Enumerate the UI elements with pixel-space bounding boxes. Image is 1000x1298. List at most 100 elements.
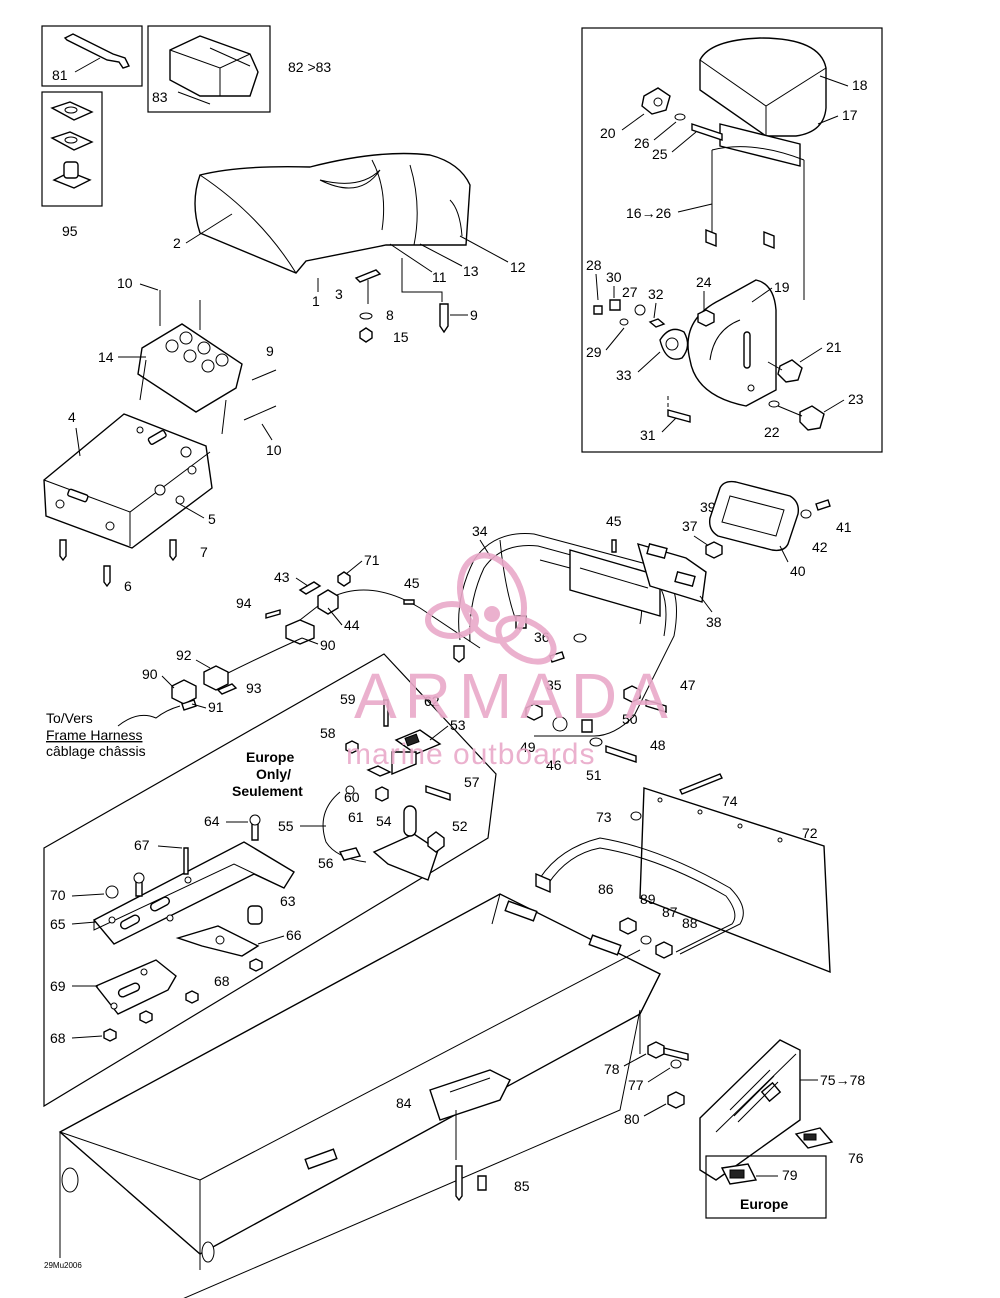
callout-76: 76 [848,1150,864,1166]
callout-45a: 45 [404,575,420,591]
callout-30: 30 [606,269,622,285]
callout-11: 11 [432,269,447,285]
callout-6: 6 [124,578,132,594]
callout-4: 4 [68,409,76,425]
callout-90b: 90 [142,666,158,682]
callout-49: 49 [520,739,536,755]
callout-77: 77 [628,1077,644,1093]
watermark-tagline: marine outboards [346,738,595,771]
callout-54: 54 [376,813,392,829]
europe-only-label-1: Europe [246,749,294,765]
callout-14: 14 [98,349,114,365]
luggage-rack: 34 45 36 35 37 38 39 40 42 41 47 50 4 [453,480,852,783]
callout-81: 81 [52,67,68,83]
callout-2: 2 [173,235,181,251]
frame-harness-label-1: To/Vers [46,710,93,726]
callout-42: 42 [812,539,828,555]
callout-25: 25 [652,146,668,162]
callout-10a: 10 [117,275,133,291]
callout-23: 23 [848,391,864,407]
callout-75: 75→78 [820,1072,865,1088]
callout-55: 55 [278,818,294,834]
callout-48: 48 [650,737,666,753]
callout-21: 21 [826,339,842,355]
callout-16: 16→26 [626,205,671,221]
callout-70: 70 [50,887,66,903]
callout-90a: 90 [320,637,336,653]
watermark-brand: ARMADA [354,660,676,732]
callout-27: 27 [622,284,638,300]
europe-inset: 79 Europe [705,1155,827,1219]
callout-46: 46 [546,757,562,773]
callout-40: 40 [790,563,806,579]
callout-35: 35 [546,677,562,693]
callout-8: 8 [386,307,394,323]
callout-74: 74 [722,793,738,809]
callout-9b: 9 [266,343,274,359]
callout-51: 51 [586,767,602,783]
callout-20: 20 [600,125,616,141]
callout-71: 71 [364,552,380,568]
callout-72: 72 [802,825,818,841]
callout-61: 61 [348,809,364,825]
hitch-frame-box: Europe Only/ Seulement 59 58 62 53 57 60… [43,653,497,1108]
europe-only-label-2: Only/ [256,766,291,782]
callout-82: 82 >83 [288,59,331,75]
callout-85: 85 [514,1178,530,1194]
callout-84: 84 [396,1095,412,1111]
callout-58: 58 [320,725,336,741]
callout-57: 57 [464,774,480,790]
harness: 43 71 45 94 44 90 92 93 90 91 To/Vers Fr… [46,552,481,759]
callout-89: 89 [640,891,656,907]
callout-12: 12 [510,259,526,275]
callout-59: 59 [340,691,356,707]
callout-7: 7 [200,544,208,560]
callout-5: 5 [208,511,216,527]
inset-82-83: 83 82 >83 [147,25,331,113]
callout-45b: 45 [606,513,622,529]
callout-41: 41 [836,519,852,535]
callout-18: 18 [852,77,868,93]
inset-81: 81 [41,25,143,87]
callout-3: 3 [335,286,343,302]
callout-60: 60 [344,789,360,805]
callout-9a: 9 [470,307,478,323]
callout-29: 29 [586,344,602,360]
callout-53: 53 [450,717,466,733]
callout-69: 69 [50,978,66,994]
callout-87: 87 [662,904,678,920]
callout-80: 80 [624,1111,640,1127]
callout-24: 24 [696,274,712,290]
diagram-code: 29Mu2006 [44,1261,82,1270]
europe-inset-label: Europe [740,1196,788,1212]
callout-95: 95 [62,223,78,239]
callout-34: 34 [472,523,488,539]
callout-56: 56 [318,855,334,871]
callout-78: 78 [604,1061,620,1077]
callout-47: 47 [680,677,696,693]
inset-95: 95 [41,91,103,239]
callout-88: 88 [682,915,698,931]
callout-66: 66 [286,927,302,943]
callout-22: 22 [764,424,780,440]
callout-32: 32 [648,286,664,302]
armada-watermark: ARMADA marine outboards [346,552,676,771]
callout-83: 83 [152,89,168,105]
backrest-inset: 18 17 20 26 25 16→26 19 21 23 22 [581,27,883,453]
callout-44: 44 [344,617,360,633]
frame-harness-label-3: câblage châssis [46,743,146,759]
callout-68b: 68 [50,1030,66,1046]
callout-33: 33 [616,367,632,383]
callout-86: 86 [598,881,614,897]
callout-92: 92 [176,647,192,663]
callout-19: 19 [774,279,790,295]
europe-only-label-3: Seulement [232,783,303,799]
seat-assembly: 2 1 11 13 12 3 8 15 9 [173,152,526,345]
callout-79: 79 [782,1167,798,1183]
callout-67: 67 [134,837,150,853]
callout-15: 15 [393,329,409,345]
callout-62: 62 [424,693,440,709]
callout-91: 91 [208,699,224,715]
callout-50: 50 [622,711,638,727]
